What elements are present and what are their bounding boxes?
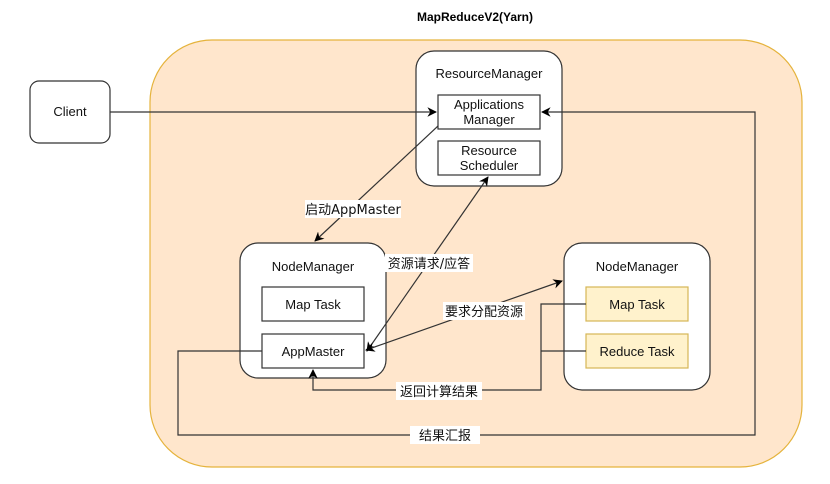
- reduce-task-label: Reduce Task: [600, 344, 675, 359]
- app-master-label: AppMaster: [282, 344, 346, 359]
- resource-scheduler-label-line1: Resource: [461, 143, 517, 158]
- node-manager-left-label: NodeManager: [272, 259, 355, 274]
- report-results-label-bg: [410, 426, 480, 444]
- reduce-task-box[interactable]: Reduce Task: [585, 333, 689, 369]
- client-node[interactable]: Client: [29, 80, 111, 144]
- start-appmaster-label: 启动AppMaster: [305, 203, 401, 218]
- resource-scheduler-box[interactable]: Resource Scheduler: [437, 140, 541, 176]
- return-results-label-bg: [396, 382, 482, 400]
- client-label: Client: [53, 104, 87, 119]
- map-task-right-label: Map Task: [609, 297, 665, 312]
- report-results-label: 结果汇报: [419, 429, 471, 444]
- applications-manager-label-line2: Manager: [463, 112, 515, 127]
- request-allocation-label-bg: [443, 302, 525, 320]
- app-master-box[interactable]: AppMaster: [261, 333, 365, 369]
- map-task-left-label: Map Task: [285, 297, 341, 312]
- map-task-left-box[interactable]: Map Task: [261, 286, 365, 322]
- resource-scheduler-label-line2: Scheduler: [460, 158, 519, 173]
- edge-return-results: [308, 303, 586, 391]
- applications-manager-box[interactable]: Applications Manager: [437, 94, 541, 130]
- diagram-title: MapReduceV2(Yarn): [417, 10, 533, 24]
- map-task-right-box[interactable]: Map Task: [585, 286, 689, 322]
- resource-request-label-bg: [385, 254, 473, 272]
- request-allocation-label: 要求分配资源: [445, 305, 523, 320]
- applications-manager-label-line1: Applications: [454, 97, 525, 112]
- resource-request-label: 资源请求/应答: [388, 256, 470, 272]
- resource-manager-label: ResourceManager: [436, 66, 544, 81]
- node-manager-right-label: NodeManager: [596, 259, 679, 274]
- return-results-label: 返回计算结果: [400, 385, 478, 400]
